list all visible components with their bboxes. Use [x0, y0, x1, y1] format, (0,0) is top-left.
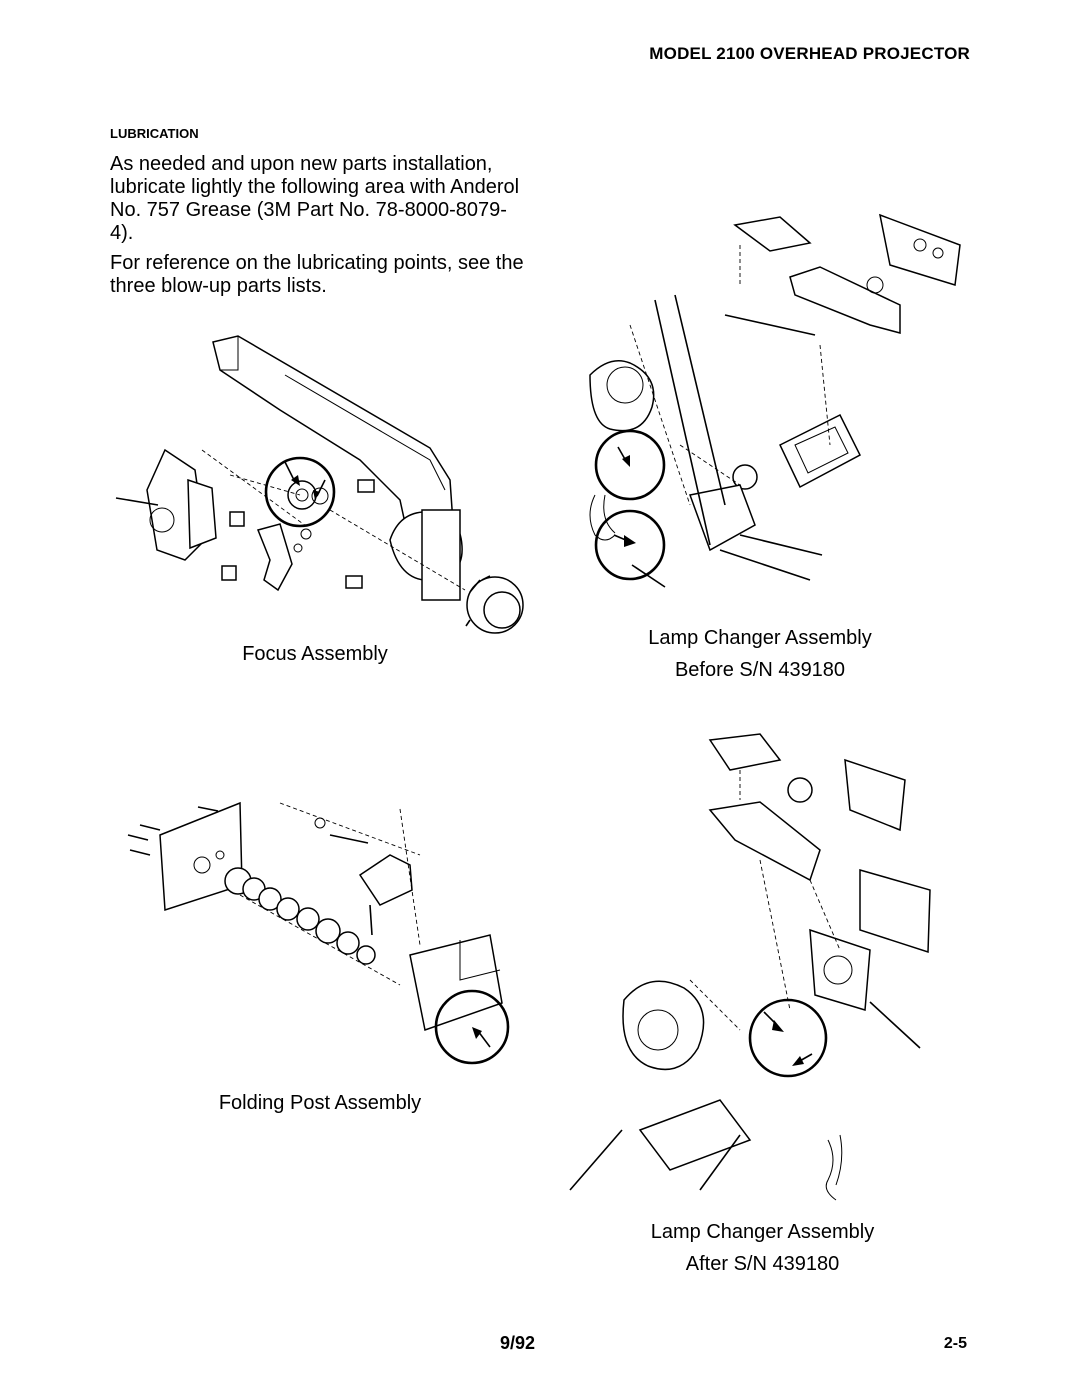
lamp-after-fan [622, 980, 705, 1071]
focus-knob [465, 575, 524, 634]
caption-lamp-changer-before-line1: Lamp Changer Assembly [648, 627, 872, 649]
lamp-after-leaders [689, 859, 841, 1031]
caption-lamp-changer-after-line1: Lamp Changer Assembly [650, 1221, 875, 1243]
lamp-before-arrows [613, 446, 636, 547]
folding-post-assembly-drawing [127, 801, 510, 1065]
caption-lamp-changer-after-line2: After S/N 439180 [685, 1253, 840, 1275]
folding-post-bracket [358, 854, 413, 936]
lamp-after-arrows [763, 1011, 813, 1066]
footer-page-number: 2-5 [943, 1335, 967, 1352]
focus-arm [212, 335, 463, 601]
lamp-after-top-bracket [708, 733, 782, 800]
lamp-top-bracket [733, 216, 812, 285]
lamp-after-rail [708, 777, 821, 882]
folding-post-lubrication-arrow [472, 1027, 491, 1048]
folding-post-screws [127, 806, 219, 856]
caption-lamp-changer-before-line2: Before S/N 439180 [674, 659, 846, 681]
lamp-fan [589, 360, 655, 432]
lamp-after-connector [844, 758, 931, 954]
focus-side-plate [115, 448, 217, 561]
folding-post-shaft [314, 817, 369, 844]
lamp-after-rods [569, 1001, 921, 1191]
lamp-rods [631, 314, 823, 588]
caption-folding-post-assembly: Folding Post Assembly [218, 1092, 422, 1114]
lamp-before-callout-lower [594, 509, 666, 581]
caption-focus-assembly: Focus Assembly [242, 643, 388, 665]
lamp-wires [589, 494, 616, 541]
folding-post-base [409, 934, 503, 1031]
lamp-before-leaders [629, 324, 831, 506]
lamp-tray [732, 413, 861, 490]
folding-post-side-plate [159, 801, 243, 912]
focus-assembly-drawing [115, 335, 524, 634]
lamp-rail [789, 266, 901, 334]
lamp-frame [654, 294, 756, 552]
document-header: MODEL 2100 OVERHEAD PROJECTOR [649, 44, 970, 63]
footer-date: 9/92 [500, 1333, 536, 1353]
focus-lubrication-arrows [284, 461, 326, 500]
lamp-after-tray [638, 1099, 752, 1171]
folding-post-gears [224, 867, 376, 965]
focus-leaders [201, 449, 466, 591]
lamp-before-callout-upper [594, 429, 666, 501]
lamp-after-lubrication-callout [748, 998, 828, 1078]
lamp-changer-after-drawing [569, 733, 931, 1201]
paragraph-reference: For reference on the lubricating points,… [110, 252, 524, 297]
folding-post-lubrication-callout [434, 989, 510, 1065]
focus-lubrication-callout [264, 456, 336, 528]
paragraph-instructions: As needed and upon new parts installatio… [110, 153, 520, 244]
section-title: LUBRICATION [110, 126, 199, 141]
lamp-connector-block [878, 213, 961, 286]
lamp-after-center-mount [809, 928, 871, 1011]
lamp-changer-before-drawing [589, 213, 961, 588]
focus-parts [221, 479, 375, 592]
lamp-after-wires [825, 1134, 843, 1201]
folding-post-leaders [239, 802, 421, 986]
